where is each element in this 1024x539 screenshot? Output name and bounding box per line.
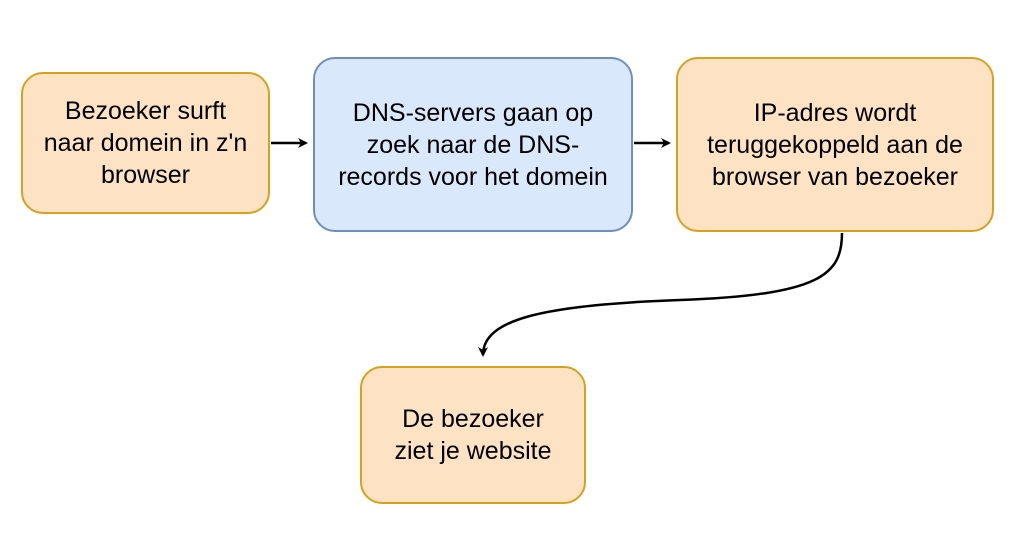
node-ip-adres: IP-adres wordt teruggekoppeld aan de bro… bbox=[676, 57, 994, 232]
node-bezoeker-ziet-website: De bezoeker ziet je website bbox=[360, 366, 586, 504]
node-bezoeker-surft: Bezoeker surft naar domein in z'n browse… bbox=[21, 72, 270, 214]
edge-n3-to-n4 bbox=[478, 232, 844, 357]
node-dns-servers: DNS-servers gaan op zoek naar de DNS- re… bbox=[313, 57, 633, 232]
